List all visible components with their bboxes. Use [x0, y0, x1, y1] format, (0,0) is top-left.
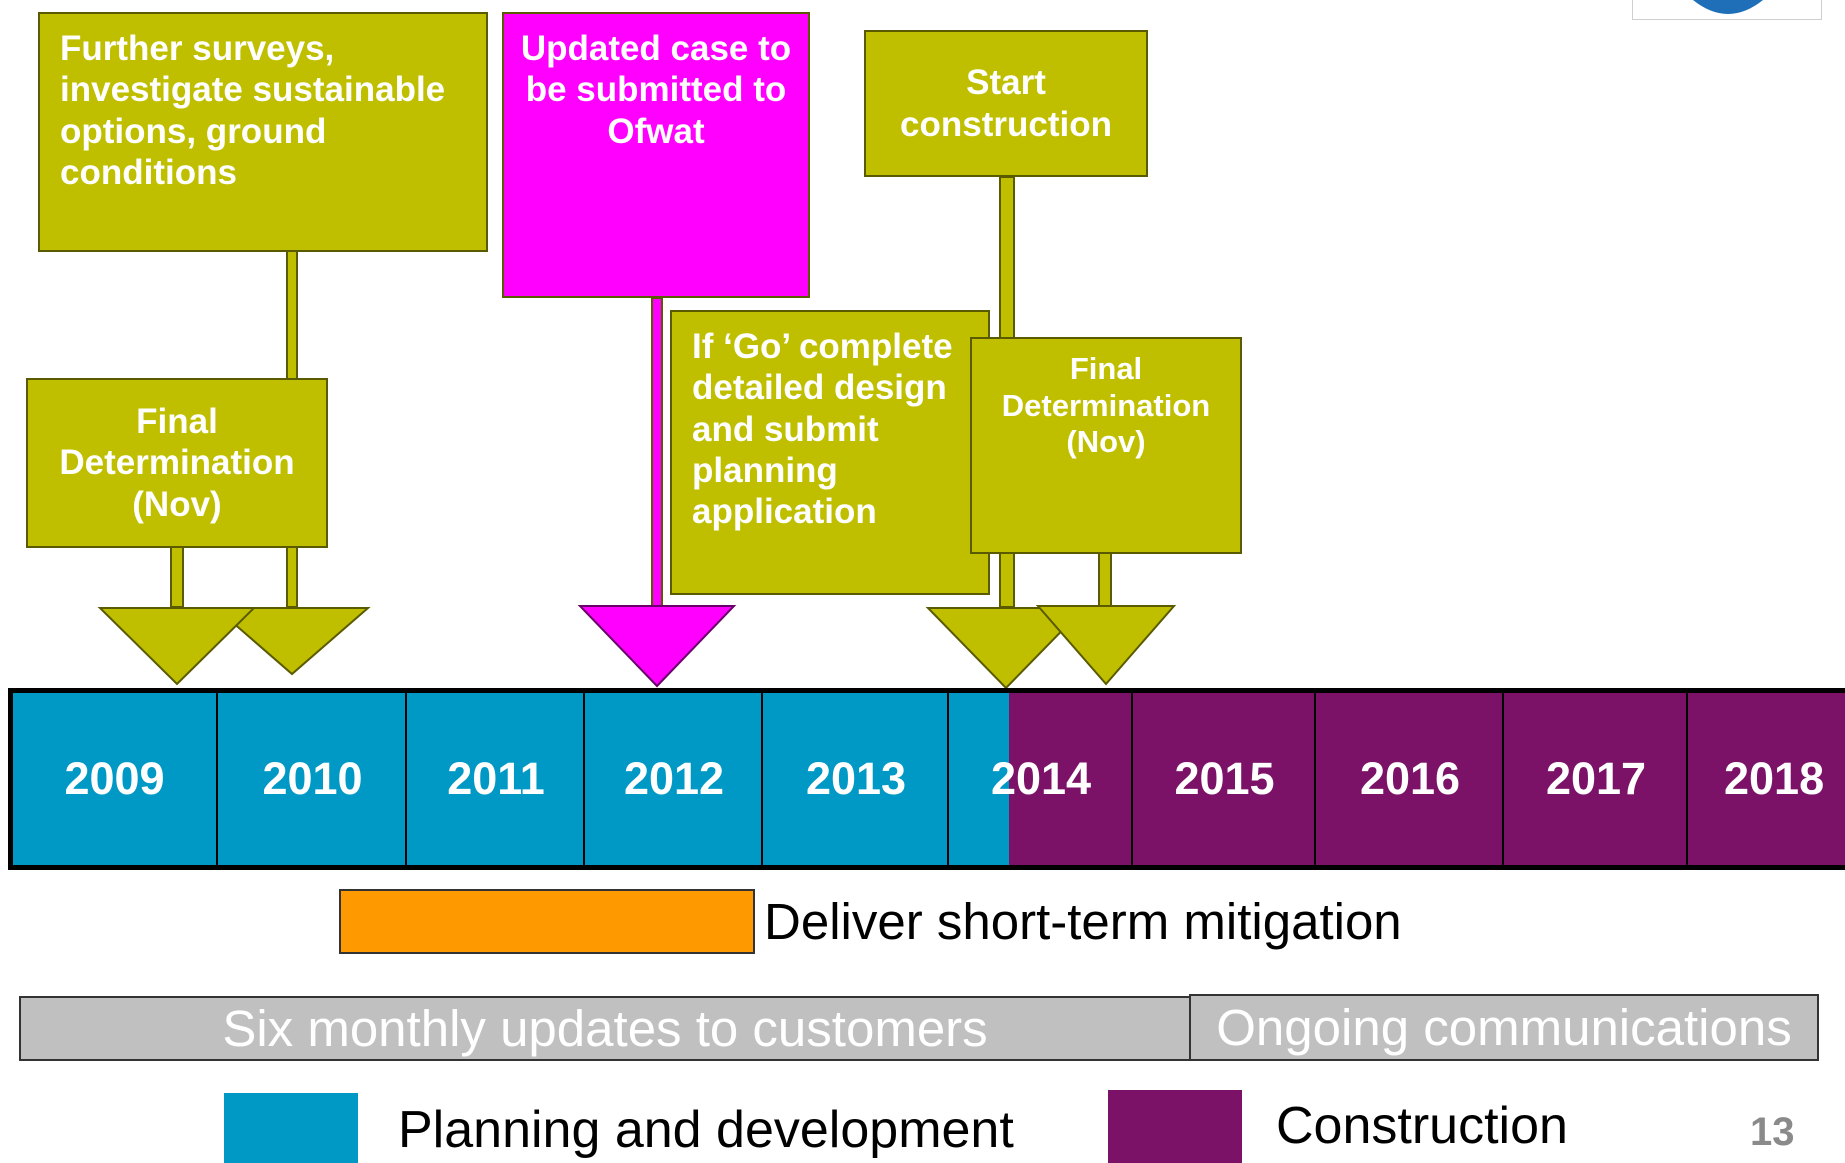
mitigation-label: Deliver short-term mitigation	[764, 893, 1402, 950]
year-2014: 2014	[947, 693, 1133, 865]
page-number: 13	[1750, 1110, 1795, 1154]
callout-final-determination-2: Final Determination (Nov)	[970, 337, 1242, 554]
callout-if-go: If ‘Go’ complete detailed design and sub…	[670, 310, 990, 595]
year-2017: 2017	[1502, 693, 1688, 865]
legend-planning-swatch	[224, 1093, 358, 1163]
callout-final-determination-1-text: Final Determination (Nov)	[59, 402, 295, 524]
logo	[1632, 0, 1822, 20]
arrow-down-icon	[1035, 605, 1177, 686]
callout-final-determination-1-stem	[170, 546, 184, 608]
callout-updated-case: Updated case to be submitted to Ofwat	[502, 12, 810, 298]
customer-updates-label: Six monthly updates to customers	[222, 1000, 988, 1057]
arrow-down-icon	[97, 607, 257, 686]
year-2009: 2009	[64, 753, 165, 804]
ongoing-communications-label: Ongoing communications	[1216, 999, 1792, 1056]
callout-further-surveys: Further surveys, investigate sustainable…	[38, 12, 488, 252]
year-2018: 2018	[1686, 693, 1845, 865]
construction-phase-fill	[1009, 693, 1845, 865]
arrow-down-icon	[577, 605, 737, 688]
callout-if-go-text: If ‘Go’ complete detailed design and sub…	[692, 327, 953, 532]
legend-planning-label: Planning and development	[398, 1101, 1014, 1159]
ongoing-communications-bar: Ongoing communications	[1189, 994, 1819, 1061]
callout-final-determination-2-text: Final Determination (Nov)	[1001, 351, 1211, 460]
legend-construction-label: Construction	[1276, 1097, 1568, 1155]
year-2016: 2016	[1314, 693, 1504, 865]
customer-updates-bar: Six monthly updates to customers	[19, 996, 1191, 1061]
timeline-bar: 2009 2010 2011 2012 2013 2014 2015 2016 …	[8, 688, 1845, 870]
callout-start-construction: Start construction	[864, 30, 1148, 177]
callout-updated-case-text: Updated case to be submitted to Ofwat	[520, 29, 792, 151]
year-2010: 2010	[216, 693, 407, 865]
arrow-down-icon	[213, 607, 371, 676]
callout-further-surveys-text: Further surveys, investigate sustainable…	[60, 29, 446, 192]
arrow-down-icon	[925, 607, 1087, 690]
year-2015: 2015	[1131, 693, 1316, 865]
mitigation-bar	[339, 889, 755, 954]
callout-final-determination-2-stem	[1098, 552, 1112, 608]
year-2013: 2013	[761, 693, 949, 865]
callout-final-determination-1: Final Determination (Nov)	[26, 378, 328, 548]
year-2011: 2011	[405, 693, 585, 865]
logo-wave-icon	[1693, 0, 1763, 14]
callout-updated-case-stem	[651, 297, 663, 607]
callout-start-construction-text: Start construction	[900, 63, 1112, 144]
legend-construction-swatch	[1108, 1090, 1242, 1163]
year-2012: 2012	[583, 693, 763, 865]
